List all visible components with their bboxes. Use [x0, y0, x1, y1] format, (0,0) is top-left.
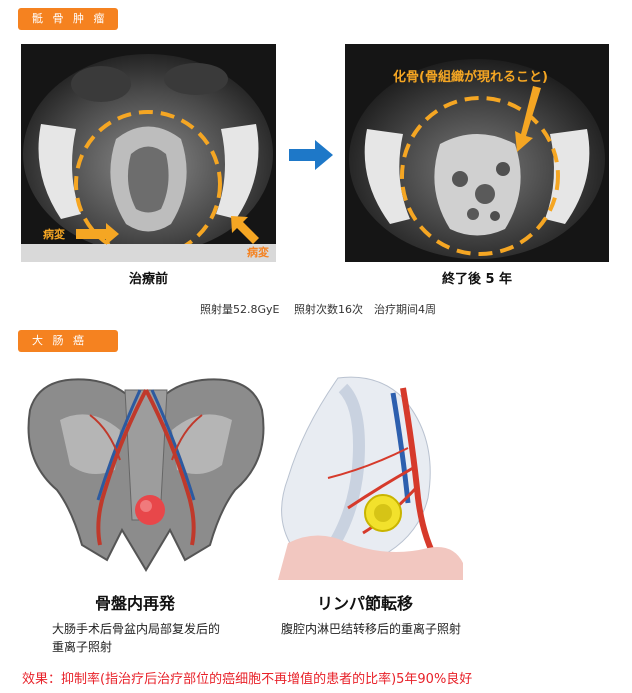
ct-image-before: 病変 病変 — [21, 44, 276, 262]
ct-image-after: 化骨(骨組織が現れること) — [345, 44, 609, 262]
title-pelvic-recurrence: 骨盤内再発 — [95, 594, 176, 613]
caption-before-treatment: 治療前 — [128, 272, 168, 287]
desc-pelvic-recurrence: 大肠手术后骨盆内局部复发后的 重离子照射 — [52, 622, 221, 654]
lesion-label-left: 病変 — [43, 228, 65, 241]
treatment-info: 照射量52.8GyE 照射次数16次 治疗期间4周 — [200, 303, 436, 316]
title-lymph-node-metastasis: リンパ節転移 — [317, 594, 414, 613]
section-tag-sacral-tumor: 骶 骨 肿 瘤 — [18, 8, 118, 30]
arrow-right-icon — [289, 140, 333, 170]
desc-lymph-node-metastasis: 腹腔内淋巴结转移后的重离子照射 — [281, 622, 462, 636]
section-tag-colorectal-cancer: 大 肠 癌 — [18, 330, 118, 352]
pelvis-recurrence-illustration — [20, 370, 272, 580]
lymph-node-metastasis-illustration — [268, 368, 468, 580]
lesion-label-right: 病変 — [247, 246, 269, 259]
result-statement: 效果：抑制率(指治疗后治疗部位的癌细胞不再增值的患者的比率)5年90%良好 — [22, 672, 473, 687]
ossification-annotation: 化骨(骨組織が現れること) — [393, 70, 548, 85]
caption-five-years-after: 終了後 5 年 — [441, 272, 513, 287]
